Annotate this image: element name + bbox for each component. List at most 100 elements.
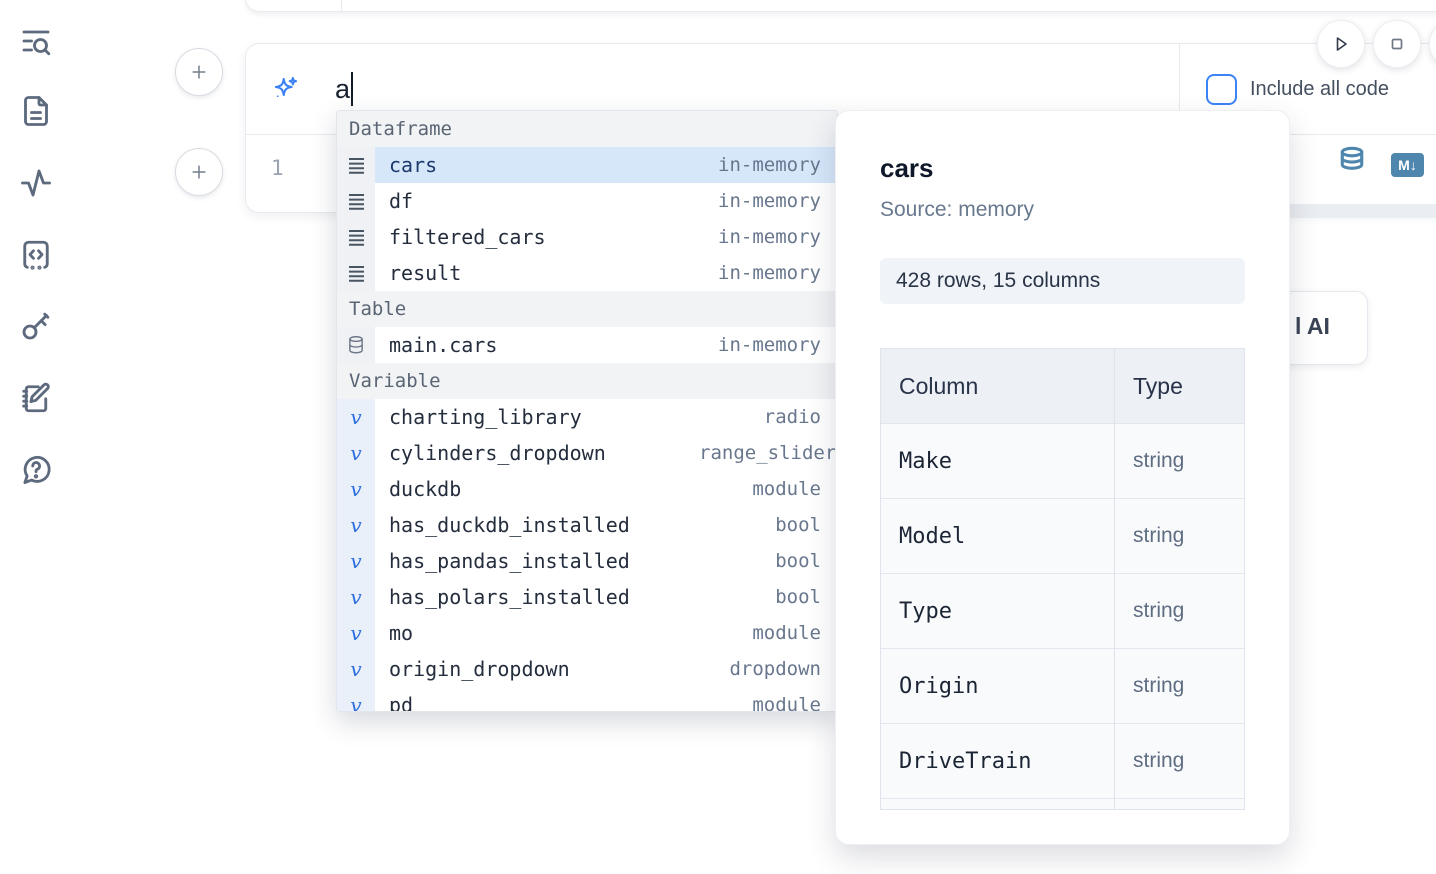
markdown-icon[interactable]: M↓ xyxy=(1391,153,1424,177)
autocomplete-item-type: in-memory xyxy=(718,334,821,356)
dataset-preview-popup: cars Source: memory 428 rows, 15 columns… xyxy=(835,110,1290,845)
autocomplete-item-type: bool xyxy=(775,586,821,608)
dataframe-icon xyxy=(337,219,375,255)
variable-icon: v xyxy=(337,687,375,711)
column-header: Column xyxy=(899,372,979,399)
autocomplete-item-label: duckdb xyxy=(389,477,462,501)
autocomplete-item-type: dropdown xyxy=(729,658,821,680)
column-name-cell xyxy=(881,799,1114,809)
autocomplete-item-cylinders_dropdown[interactable]: v cylinders_dropdown range_slider xyxy=(337,435,837,471)
code-snippets-icon[interactable] xyxy=(18,237,54,273)
column-name-cell: DriveTrain xyxy=(899,748,1032,774)
autocomplete-item-type: module xyxy=(752,478,821,500)
autocomplete-section-header: Dataframe xyxy=(337,111,837,147)
include-all-code-control: Include all code xyxy=(1179,44,1436,134)
table-of-contents-search-icon[interactable] xyxy=(18,23,54,59)
dataset-source: Source: memory xyxy=(880,198,1035,221)
activity-tracer-icon[interactable] xyxy=(18,165,54,201)
autocomplete-item-type: module xyxy=(752,694,821,712)
plus-icon xyxy=(192,65,206,79)
autocomplete-section-header: Table xyxy=(337,291,837,327)
autocomplete-item-label: pd xyxy=(389,693,414,712)
include-all-code-checkbox[interactable] xyxy=(1206,73,1237,105)
autocomplete-item-type: bool xyxy=(775,550,821,572)
column-name-cell: Origin xyxy=(899,673,979,699)
autocomplete-item-label: has_polars_installed xyxy=(389,585,630,609)
plus-icon xyxy=(192,165,206,179)
dataset-title: cars xyxy=(880,153,934,183)
column-type-cell xyxy=(1114,799,1244,809)
autocomplete-item-label: has_pandas_installed xyxy=(389,549,630,573)
database-icon[interactable] xyxy=(1336,145,1368,181)
autocomplete-item-type: in-memory xyxy=(718,262,821,284)
autocomplete-item-type: radio xyxy=(763,406,821,428)
autocomplete-section-header: Variable xyxy=(337,363,837,399)
autocomplete-item-label: result xyxy=(389,261,462,285)
column-name-cell: Make xyxy=(899,448,952,474)
stop-button[interactable] xyxy=(1373,20,1421,68)
include-all-code-label: Include all code xyxy=(1250,77,1389,100)
dataframe-icon xyxy=(337,255,375,291)
column-type-cell: string xyxy=(1114,499,1244,573)
autocomplete-item-label: origin_dropdown xyxy=(389,657,570,681)
autocomplete-item-type: range_slider xyxy=(699,442,837,464)
column-type-cell: string xyxy=(1114,574,1244,648)
variable-icon: v xyxy=(337,435,375,471)
autocomplete-item-result[interactable]: result in-memory xyxy=(337,255,837,291)
variable-icon: v xyxy=(337,471,375,507)
dataframe-icon xyxy=(337,183,375,219)
previous-cell xyxy=(245,0,1436,12)
dataframe-icon xyxy=(337,147,375,183)
code-editor[interactable]: 1 M↓ xyxy=(246,135,1436,212)
column-type-cell: string xyxy=(1114,424,1244,498)
scratchpad-notebook-icon[interactable] xyxy=(18,380,54,416)
file-document-icon[interactable] xyxy=(18,93,54,129)
line-number: 1 xyxy=(271,156,284,180)
run-button[interactable] xyxy=(1317,20,1365,68)
variable-icon: v xyxy=(337,615,375,651)
autocomplete-item-label: filtered_cars xyxy=(389,225,546,249)
ai-prompt-input[interactable]: a xyxy=(335,72,354,106)
dataset-shape-badge: 428 rows, 15 columns xyxy=(880,258,1245,304)
autocomplete-item-label: cars xyxy=(389,153,438,177)
schema-table-header: Column Type xyxy=(881,349,1244,423)
text-cursor xyxy=(351,72,354,106)
cell-output-divider xyxy=(1290,204,1436,218)
schema-table-row: Origin string xyxy=(881,648,1244,723)
column-name-cell: Model xyxy=(899,523,966,549)
autocomplete-item-label: charting_library xyxy=(389,405,582,429)
type-header: Type xyxy=(1114,349,1244,423)
play-icon xyxy=(1336,37,1347,51)
help-chat-icon[interactable] xyxy=(18,452,54,488)
autocomplete-item-type: module xyxy=(752,622,821,644)
column-type-cell: string xyxy=(1114,649,1244,723)
stop-icon xyxy=(1391,38,1403,50)
schema-table-row: Model string xyxy=(881,498,1244,573)
autocomplete-item-label: has_duckdb_installed xyxy=(389,513,630,537)
previous-cell-divider xyxy=(341,0,342,11)
autocomplete-item-label: mo xyxy=(389,621,414,645)
add-cell-button-top[interactable] xyxy=(175,48,223,96)
ai-button-label: l AI xyxy=(1295,313,1330,339)
add-cell-button-bottom[interactable] xyxy=(175,148,223,196)
keyboard-shortcuts-key-icon[interactable] xyxy=(18,308,54,344)
autocomplete-item-label: cylinders_dropdown xyxy=(389,441,606,465)
